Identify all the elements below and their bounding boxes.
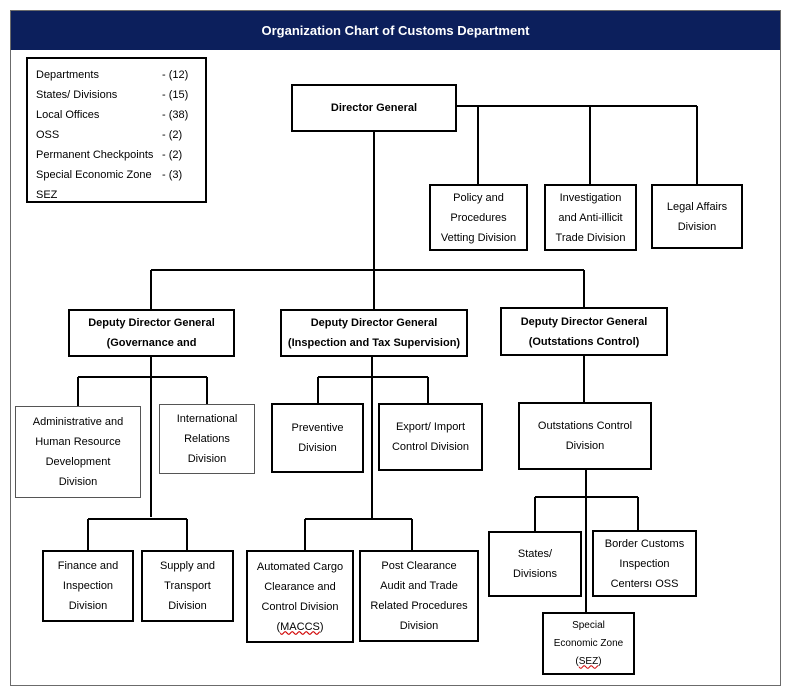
node-label: International Relations Division bbox=[176, 413, 238, 465]
node-label: Deputy Director General (Governance and bbox=[88, 317, 215, 349]
legend-count: - (2) bbox=[162, 149, 183, 161]
post-clearance-audit-division-box: Post Clearance Audit and Trade Related P… bbox=[359, 550, 479, 642]
legend-row: Departments - (12) bbox=[36, 65, 206, 85]
automated-cargo-division-box: Automated Cargo Clearance and Control Di… bbox=[246, 550, 354, 643]
node-label-abbreviation: (MACCS) bbox=[276, 620, 324, 633]
legend-label: OSS bbox=[36, 129, 60, 141]
investigation-division-box: Investigation and Anti-illicit Trade Div… bbox=[544, 184, 637, 251]
legend-label: Permanent Checkpoints bbox=[36, 149, 154, 161]
legend-count: - (2) bbox=[162, 129, 183, 141]
node-label: Supply and Transport Division bbox=[159, 560, 216, 612]
node-label: States/ Divisions bbox=[512, 548, 557, 580]
node-label: Outstations Control Division bbox=[537, 420, 633, 452]
chart-frame bbox=[10, 10, 781, 686]
node-label: Investigation and Anti-illicit Trade Div… bbox=[555, 191, 626, 244]
legend-row: Special Economic Zone - (3) bbox=[36, 165, 206, 185]
finance-inspection-division-box: Finance and Inspection Division bbox=[42, 550, 134, 622]
node-label-abbr-text: SEZ bbox=[578, 655, 599, 667]
ddg-governance-box: Deputy Director General (Governance and bbox=[68, 309, 235, 357]
states-divisions-box: States/ Divisions bbox=[488, 531, 582, 597]
node-label: Director General bbox=[330, 102, 418, 114]
node-label: Border Customs Inspection Centersı OSS bbox=[604, 537, 685, 590]
outstations-control-division-box: Outstations Control Division bbox=[518, 402, 652, 470]
node-label: Post Clearance Audit and Trade Related P… bbox=[370, 560, 468, 632]
legend-count: - (38) bbox=[162, 109, 189, 121]
special-economic-zone-box: Special Economic Zone (SEZ) bbox=[542, 612, 635, 675]
export-import-control-division-box: Export/ Import Control Division bbox=[378, 403, 483, 471]
node-label: Administrative and Human Resource Develo… bbox=[32, 416, 124, 488]
preventive-division-box: Preventive Division bbox=[271, 403, 364, 473]
node-label: Policy and Procedures Vetting Division bbox=[440, 191, 517, 244]
legend-row: Local Offices - (38) bbox=[36, 105, 206, 125]
legend-row: States/ Divisions - (15) bbox=[36, 85, 206, 105]
legend-row: OSS - (2) bbox=[36, 125, 206, 145]
supply-transport-division-box: Supply and Transport Division bbox=[141, 550, 234, 622]
ddg-inspection-box: Deputy Director General (Inspection and … bbox=[280, 309, 468, 357]
legend-count: - (15) bbox=[162, 89, 189, 101]
admin-hr-division-box: Administrative and Human Resource Develo… bbox=[15, 406, 141, 498]
legend-row: SEZ bbox=[36, 185, 206, 205]
legend-label: SEZ bbox=[36, 189, 58, 201]
ddg-outstations-box: Deputy Director General (Outstations Con… bbox=[500, 307, 668, 356]
director-general-box: Director General bbox=[291, 84, 457, 132]
legend-label: Special Economic Zone bbox=[36, 169, 152, 181]
legend-count: - (3) bbox=[162, 169, 183, 181]
policy-division-box: Policy and Procedures Vetting Division bbox=[429, 184, 528, 251]
node-label: Export/ Import Control Division bbox=[391, 421, 470, 453]
node-label: Legal Affairs Division bbox=[666, 200, 728, 233]
node-label: Special Economic Zone bbox=[553, 619, 624, 649]
legend-label: Departments bbox=[36, 69, 99, 81]
legend-box: Departments - (12) States/ Divisions - (… bbox=[26, 57, 207, 203]
border-customs-inspection-box: Border Customs Inspection Centersı OSS bbox=[592, 530, 697, 597]
legal-affairs-division-box: Legal Affairs Division bbox=[651, 184, 743, 249]
node-label: Finance and Inspection Division bbox=[57, 560, 119, 612]
node-label: Automated Cargo Clearance and Control Di… bbox=[256, 560, 344, 613]
legend-row: Permanent Checkpoints - (2) bbox=[36, 145, 206, 165]
node-label: Deputy Director General (Outstations Con… bbox=[520, 315, 648, 348]
legend-label: Local Offices bbox=[36, 109, 100, 121]
chart-title: Organization Chart of Customs Department bbox=[11, 11, 780, 50]
node-label-abbreviation: (SEZ) bbox=[575, 655, 602, 667]
node-label: Deputy Director General (Inspection and … bbox=[287, 317, 461, 349]
legend-count: - (12) bbox=[162, 69, 189, 81]
node-label: Preventive Division bbox=[291, 422, 344, 454]
legend-label: States/ Divisions bbox=[36, 89, 118, 101]
node-label-abbr-text: MACCS bbox=[280, 620, 320, 633]
international-relations-division-box: International Relations Division bbox=[159, 404, 255, 474]
